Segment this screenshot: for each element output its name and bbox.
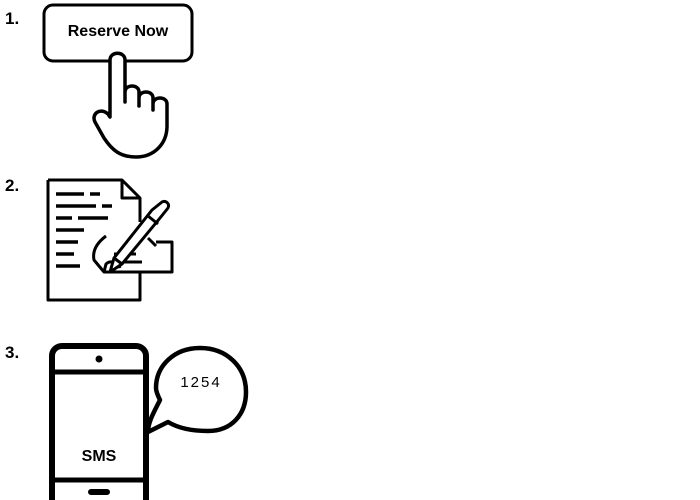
speech-bubble-icon: 1254 bbox=[145, 345, 249, 435]
step-number-2: 2. bbox=[5, 176, 20, 195]
step-number-1: 1. bbox=[5, 9, 20, 28]
home-button-icon bbox=[88, 489, 110, 495]
step-3-sms-code: SMS 1254 bbox=[48, 342, 249, 500]
sms-code-text: 1254 bbox=[180, 374, 221, 391]
reserve-now-button-label: Reserve Now bbox=[68, 23, 169, 40]
hand-pointer-icon bbox=[92, 51, 169, 159]
sms-label: SMS bbox=[82, 448, 117, 465]
reserve-now-button[interactable]: Reserve Now bbox=[42, 3, 194, 63]
step-1-reserve: Reserve Now bbox=[40, 2, 200, 162]
step-2-sign-document bbox=[44, 176, 180, 304]
step-number-3: 3. bbox=[5, 343, 20, 362]
document-signing-icon bbox=[46, 178, 174, 302]
smartphone-sms-icon: SMS bbox=[49, 343, 149, 500]
camera-icon bbox=[95, 355, 103, 363]
